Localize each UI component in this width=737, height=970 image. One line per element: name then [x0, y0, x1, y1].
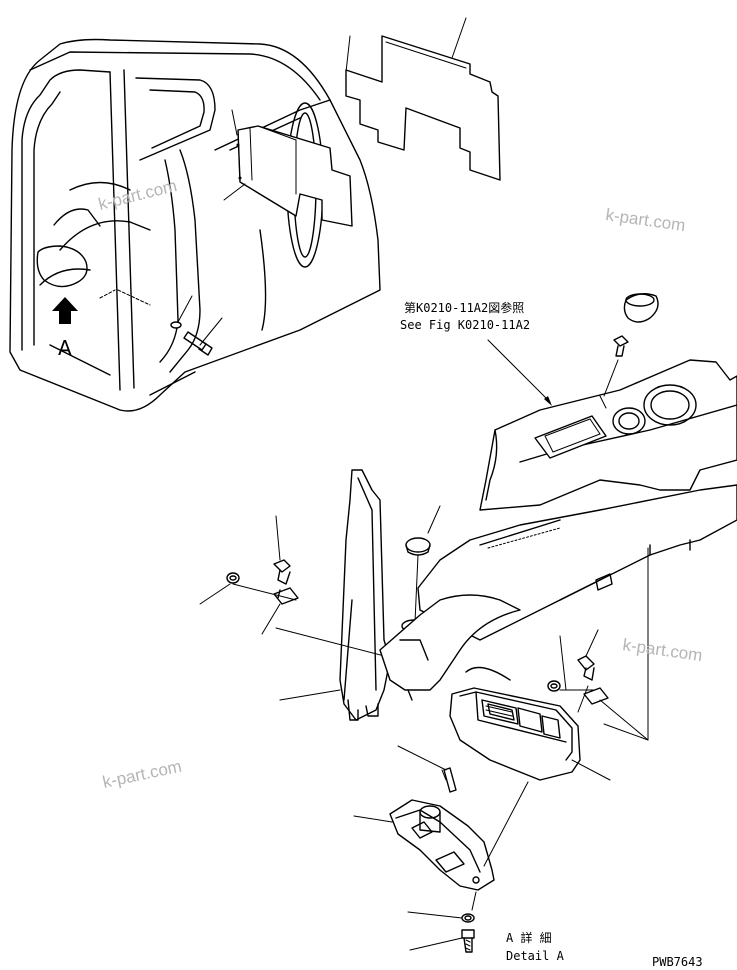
- pin: [397, 745, 457, 793]
- washer-right: [547, 680, 601, 692]
- grommet-cap: [405, 505, 441, 623]
- watermark-1: k-part.com: [96, 176, 179, 214]
- view-arrow-icon: [52, 297, 78, 324]
- bracket-left: [232, 583, 299, 635]
- washer-left: [199, 572, 240, 605]
- clip-right: [577, 629, 599, 681]
- view-label: A: [58, 336, 72, 360]
- cab-insulation-mat: [223, 109, 353, 227]
- detail-label-en: Detail A: [506, 949, 565, 963]
- lower-bolt: [409, 929, 475, 953]
- cab-bolt: [170, 295, 223, 356]
- reference-note-en: See Fig K0210-11A2: [400, 318, 530, 332]
- monitor-panel: [449, 666, 611, 781]
- pillar-cover: [275, 469, 401, 721]
- watermark-2: k-part.com: [604, 205, 686, 235]
- console-screw: [603, 335, 629, 397]
- drawing-number: PWB7643: [652, 955, 703, 969]
- knob-cap: [623, 293, 659, 323]
- console-body-lower: [379, 594, 521, 701]
- watermark-3: k-part.com: [621, 635, 703, 665]
- reference-note: 第K0210-11A2図参照 See Fig K0210-11A2: [400, 300, 552, 406]
- reference-note-jp: 第K0210-11A2図参照: [404, 300, 524, 315]
- clip-left: [273, 515, 291, 585]
- mounting-bracket: [353, 769, 529, 891]
- bracket-right: [559, 635, 609, 713]
- rear-panel-mat: [345, 17, 501, 181]
- detail-label-jp: A 詳 細: [506, 930, 552, 945]
- lower-washer: [407, 891, 477, 923]
- watermark-4: k-part.com: [101, 757, 183, 792]
